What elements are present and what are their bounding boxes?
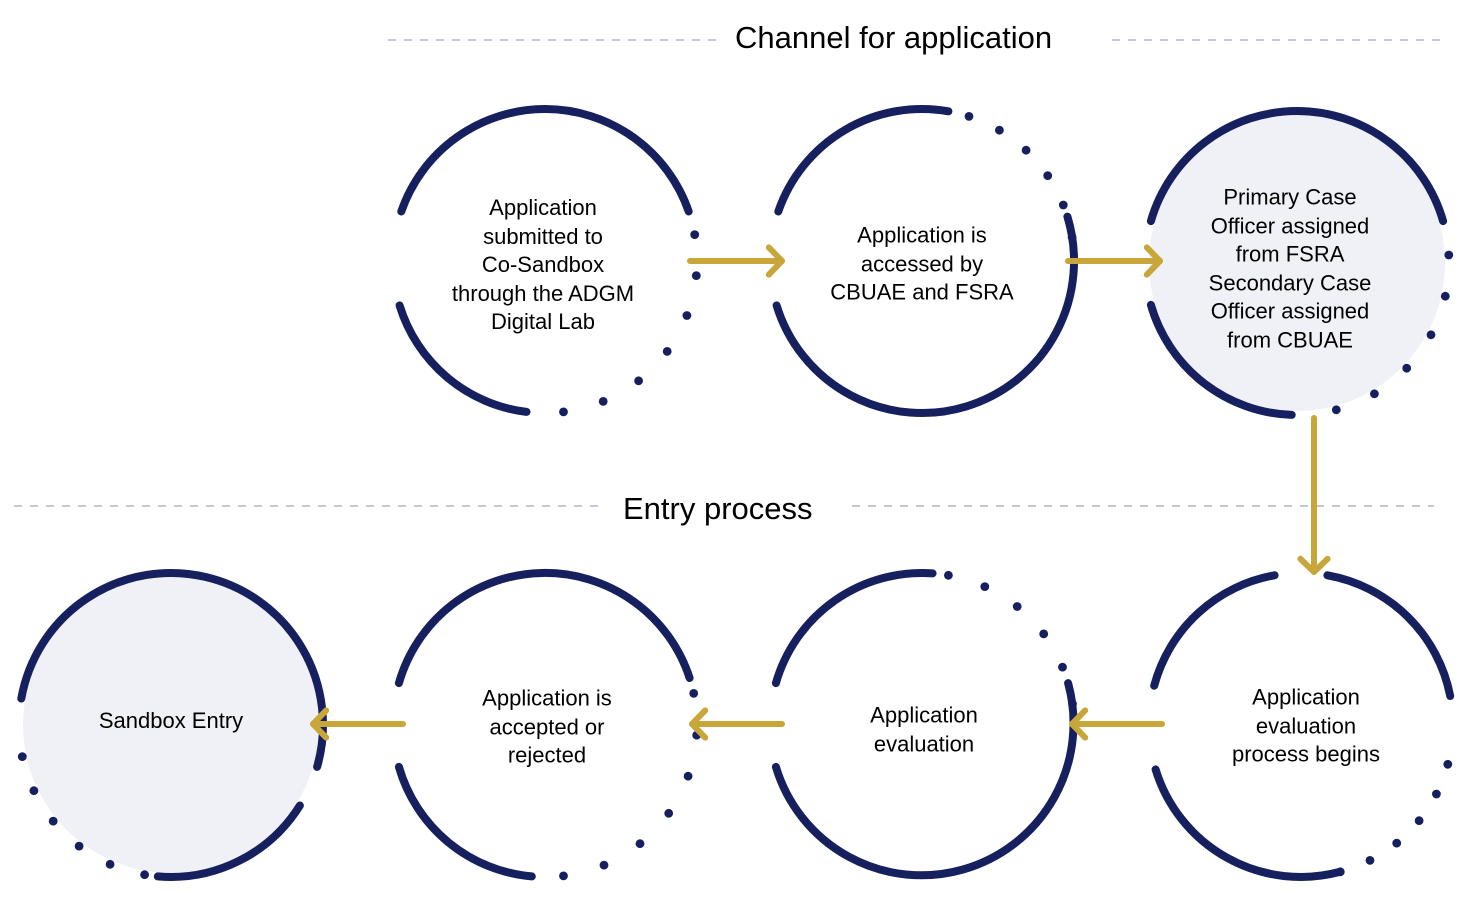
flow-arrowhead <box>765 244 785 278</box>
node-ring-dot <box>74 841 84 851</box>
node-ring-arc <box>397 105 693 216</box>
node-ring-arc <box>394 568 694 688</box>
node-ring-dot <box>48 816 58 826</box>
node-ring-dot <box>980 582 990 591</box>
node-ring-dot <box>559 871 568 881</box>
node-ring-arc <box>1146 300 1296 419</box>
node-ring-arc <box>153 801 304 881</box>
node-ring-dot <box>690 230 700 240</box>
node-ring-dot <box>691 271 701 280</box>
node-ring-dot <box>944 570 953 580</box>
node-ring-dot <box>1012 602 1022 611</box>
node-label-application-evaluation: Application evaluation <box>870 702 978 757</box>
node-ring-dot <box>1021 145 1031 155</box>
node-ring-arc <box>771 679 1078 880</box>
node-fill <box>1149 115 1445 411</box>
section-title-entry: Entry process <box>613 489 823 529</box>
node-ring-arc <box>1150 571 1279 690</box>
node-ring-dot <box>1039 629 1049 639</box>
section-title-channel: Channel for application <box>725 18 1063 58</box>
node-ring-dot <box>140 870 150 880</box>
node-ring-arc <box>394 762 536 881</box>
node-ring-arc <box>395 301 531 416</box>
node-ring-dot <box>682 311 692 320</box>
node-label-application-accessed: Application is accessed by CBUAE and FSR… <box>830 222 1014 305</box>
node-ring-dot <box>1365 856 1375 865</box>
node-ring-dot <box>1067 232 1077 242</box>
node-ring-dot <box>635 839 645 849</box>
node-ring-dot <box>1331 405 1341 415</box>
node-ring-dot <box>1335 867 1345 877</box>
flow-arrowhead <box>1143 244 1163 278</box>
node-ring-dot <box>1058 662 1067 672</box>
flow-arrowhead <box>310 707 330 741</box>
flow-arrowhead <box>689 707 709 741</box>
node-ring-dot <box>664 808 674 818</box>
node-label-accepted-or-rejected: Application is accepted or rejected <box>482 685 612 768</box>
node-ring-dot <box>1432 789 1441 799</box>
node-ring-dot <box>105 859 115 869</box>
node-ring-dot <box>683 771 693 781</box>
flow-arrowhead <box>1297 555 1331 575</box>
node-ring-arc <box>774 105 953 216</box>
node-ring-arc <box>1323 571 1455 700</box>
node-label-case-officers-assigned: Primary Case Officer assigned from FSRA … <box>1208 184 1372 353</box>
node-ring-dot <box>964 112 974 121</box>
node-ring-dot <box>634 376 643 386</box>
node-ring-dot <box>559 407 568 417</box>
node-ring-dot <box>1414 816 1424 826</box>
node-ring-dot <box>1392 838 1402 848</box>
node-fill <box>23 577 319 873</box>
node-ring-arc <box>772 212 1078 418</box>
flow-arrowhead <box>1069 707 1089 741</box>
node-ring-dot <box>689 689 699 698</box>
node-ring-dot <box>995 125 1004 135</box>
node-ring-dot <box>662 347 672 356</box>
node-ring-dot <box>1058 200 1068 210</box>
node-ring-dot <box>1444 250 1454 260</box>
node-ring-arc <box>1146 107 1448 226</box>
node-ring-dot <box>1043 171 1053 181</box>
node-ring-dot <box>1402 363 1412 373</box>
node-ring-arc <box>771 569 937 688</box>
node-ring-dot <box>17 752 27 761</box>
node-ring-dot <box>599 860 609 870</box>
node-ring-dot <box>1440 291 1450 301</box>
node-ring-dot <box>1443 759 1453 769</box>
node-ring-dot <box>1068 699 1077 709</box>
node-label-evaluation-begins: Application evaluation process begins <box>1232 684 1380 767</box>
node-label-application-submitted: Application submitted to Co-Sandbox thro… <box>451 194 635 334</box>
node-ring-arc <box>17 568 327 771</box>
node-ring-dot <box>1370 389 1379 399</box>
node-ring-dot <box>29 786 39 796</box>
node-ring-dot <box>1426 330 1436 340</box>
node-label-sandbox-entry: Sandbox Entry <box>98 707 244 733</box>
node-ring-dot <box>598 397 608 406</box>
node-ring-arc <box>1151 765 1345 881</box>
